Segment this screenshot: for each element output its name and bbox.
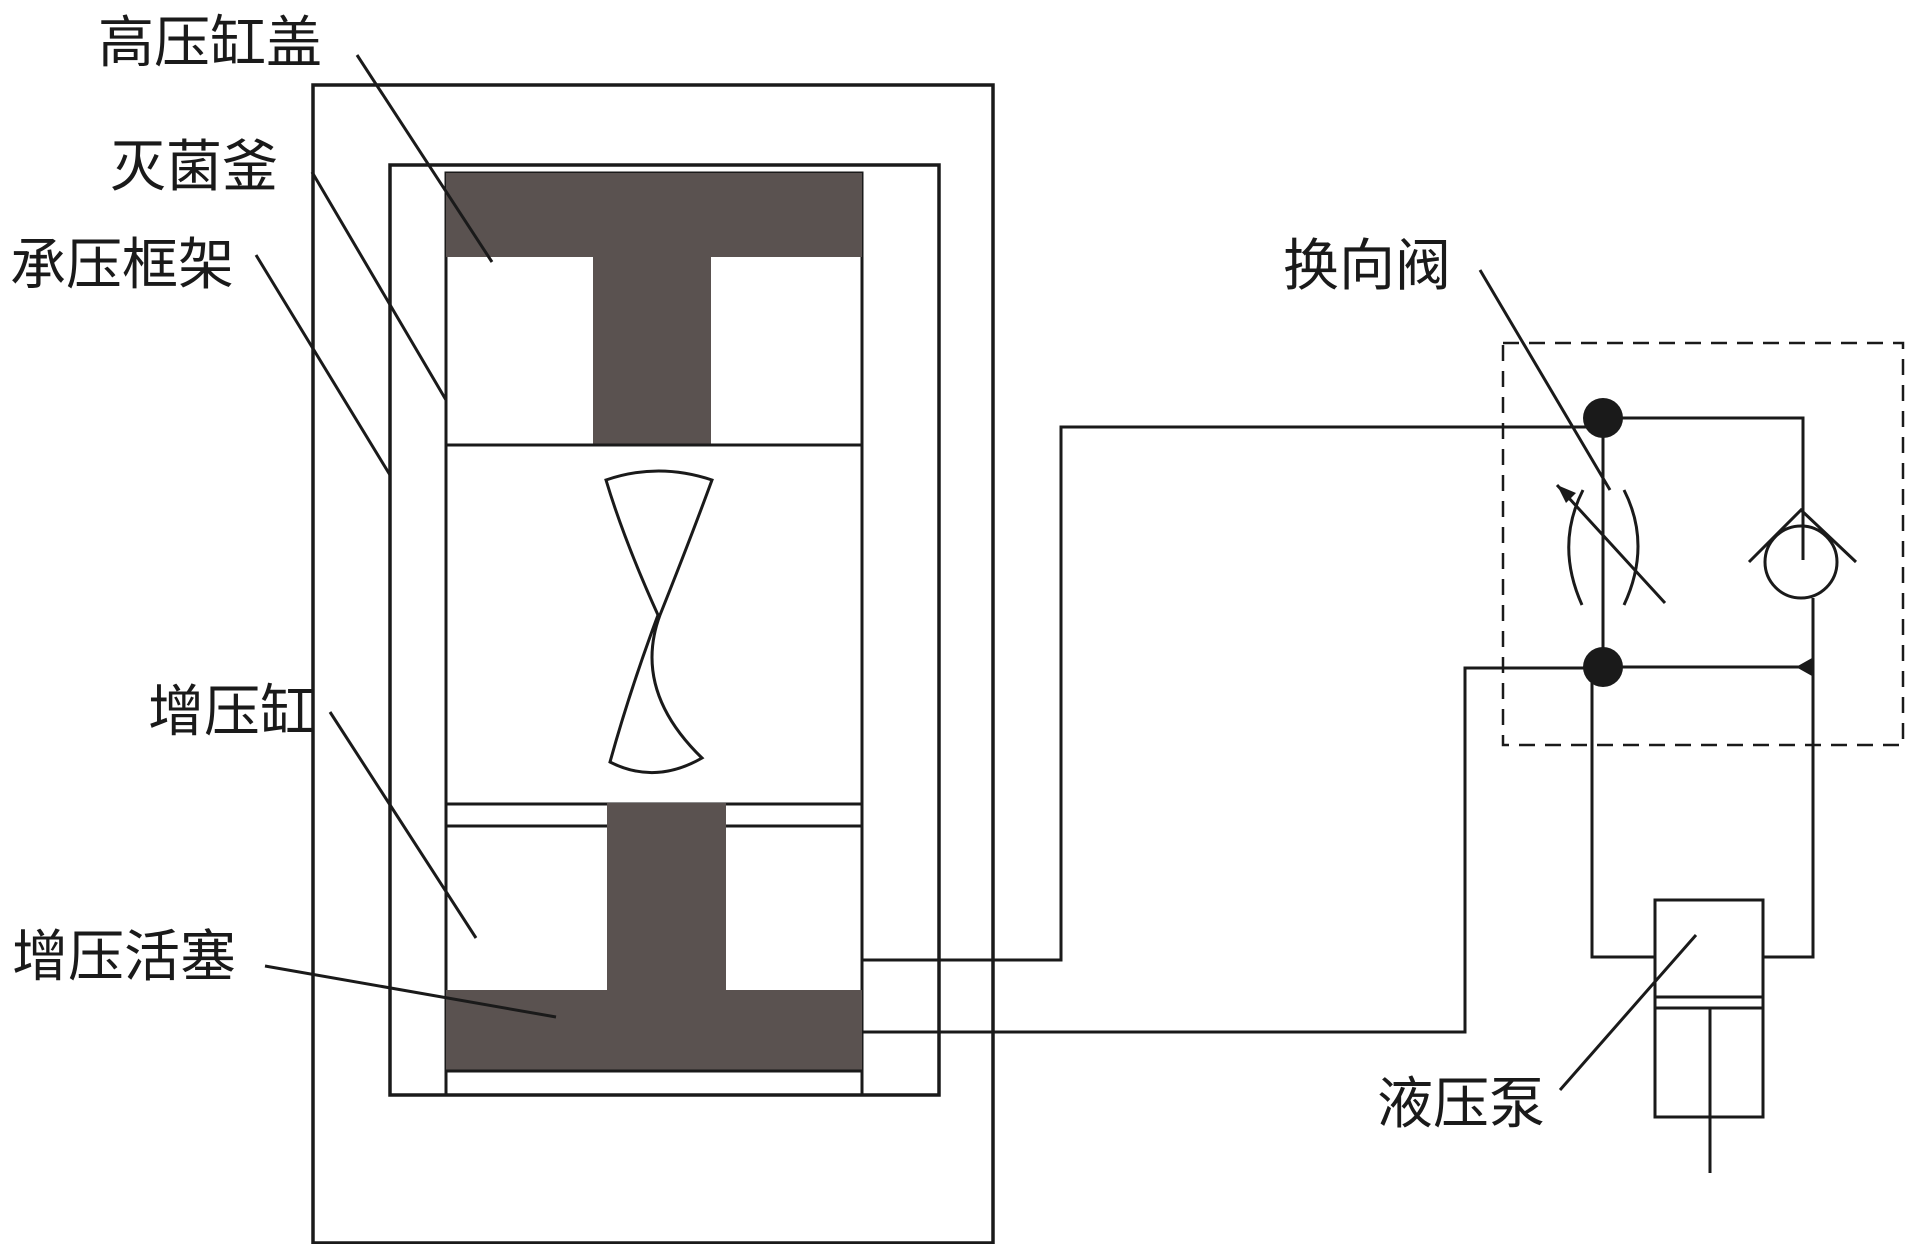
booster-piston xyxy=(446,803,862,1071)
leader-frame xyxy=(254,254,392,476)
leader-lines xyxy=(254,54,1698,1091)
cylinder-cover xyxy=(446,173,862,445)
leader-hydraulic-pump xyxy=(1558,934,1698,1091)
label-hydraulic-pump: 液压泵 xyxy=(1377,1072,1545,1137)
label-frame: 承压框架 xyxy=(10,233,234,298)
leader-reversing-valve xyxy=(1478,269,1612,491)
food-package xyxy=(604,469,714,775)
leader-sterilizer xyxy=(310,171,448,401)
label-booster-piston: 增压活塞 xyxy=(12,925,236,990)
throttle-arc-left xyxy=(1567,489,1585,606)
valve-dashed-box xyxy=(1501,341,1905,747)
leader-cylinder-cover xyxy=(355,54,494,263)
pipe-to-pump-left xyxy=(1590,667,1655,959)
label-cylinder-cover: 高压缸盖 xyxy=(98,11,322,76)
adjust-arrow-head xyxy=(1557,485,1576,503)
leader-booster-cylinder xyxy=(328,711,478,939)
label-booster-cylinder: 增压缸 xyxy=(148,680,316,745)
pipe-to-pump-right xyxy=(1763,667,1815,959)
label-sterilizer: 灭菌釜 xyxy=(110,135,278,200)
leader-booster-piston xyxy=(264,964,557,1019)
label-reversing-valve: 换向阀 xyxy=(1283,234,1451,299)
check-valve-ball xyxy=(1763,524,1839,600)
throttle-arc-right xyxy=(1622,489,1640,606)
hydraulic-pump xyxy=(1653,898,1765,1173)
pipe-upper xyxy=(862,425,1603,962)
check-valve-arrow xyxy=(1796,658,1812,676)
pipe-lower xyxy=(862,666,1602,1034)
pressure-frame xyxy=(311,83,995,1244)
reversing-valve xyxy=(1555,398,1858,687)
